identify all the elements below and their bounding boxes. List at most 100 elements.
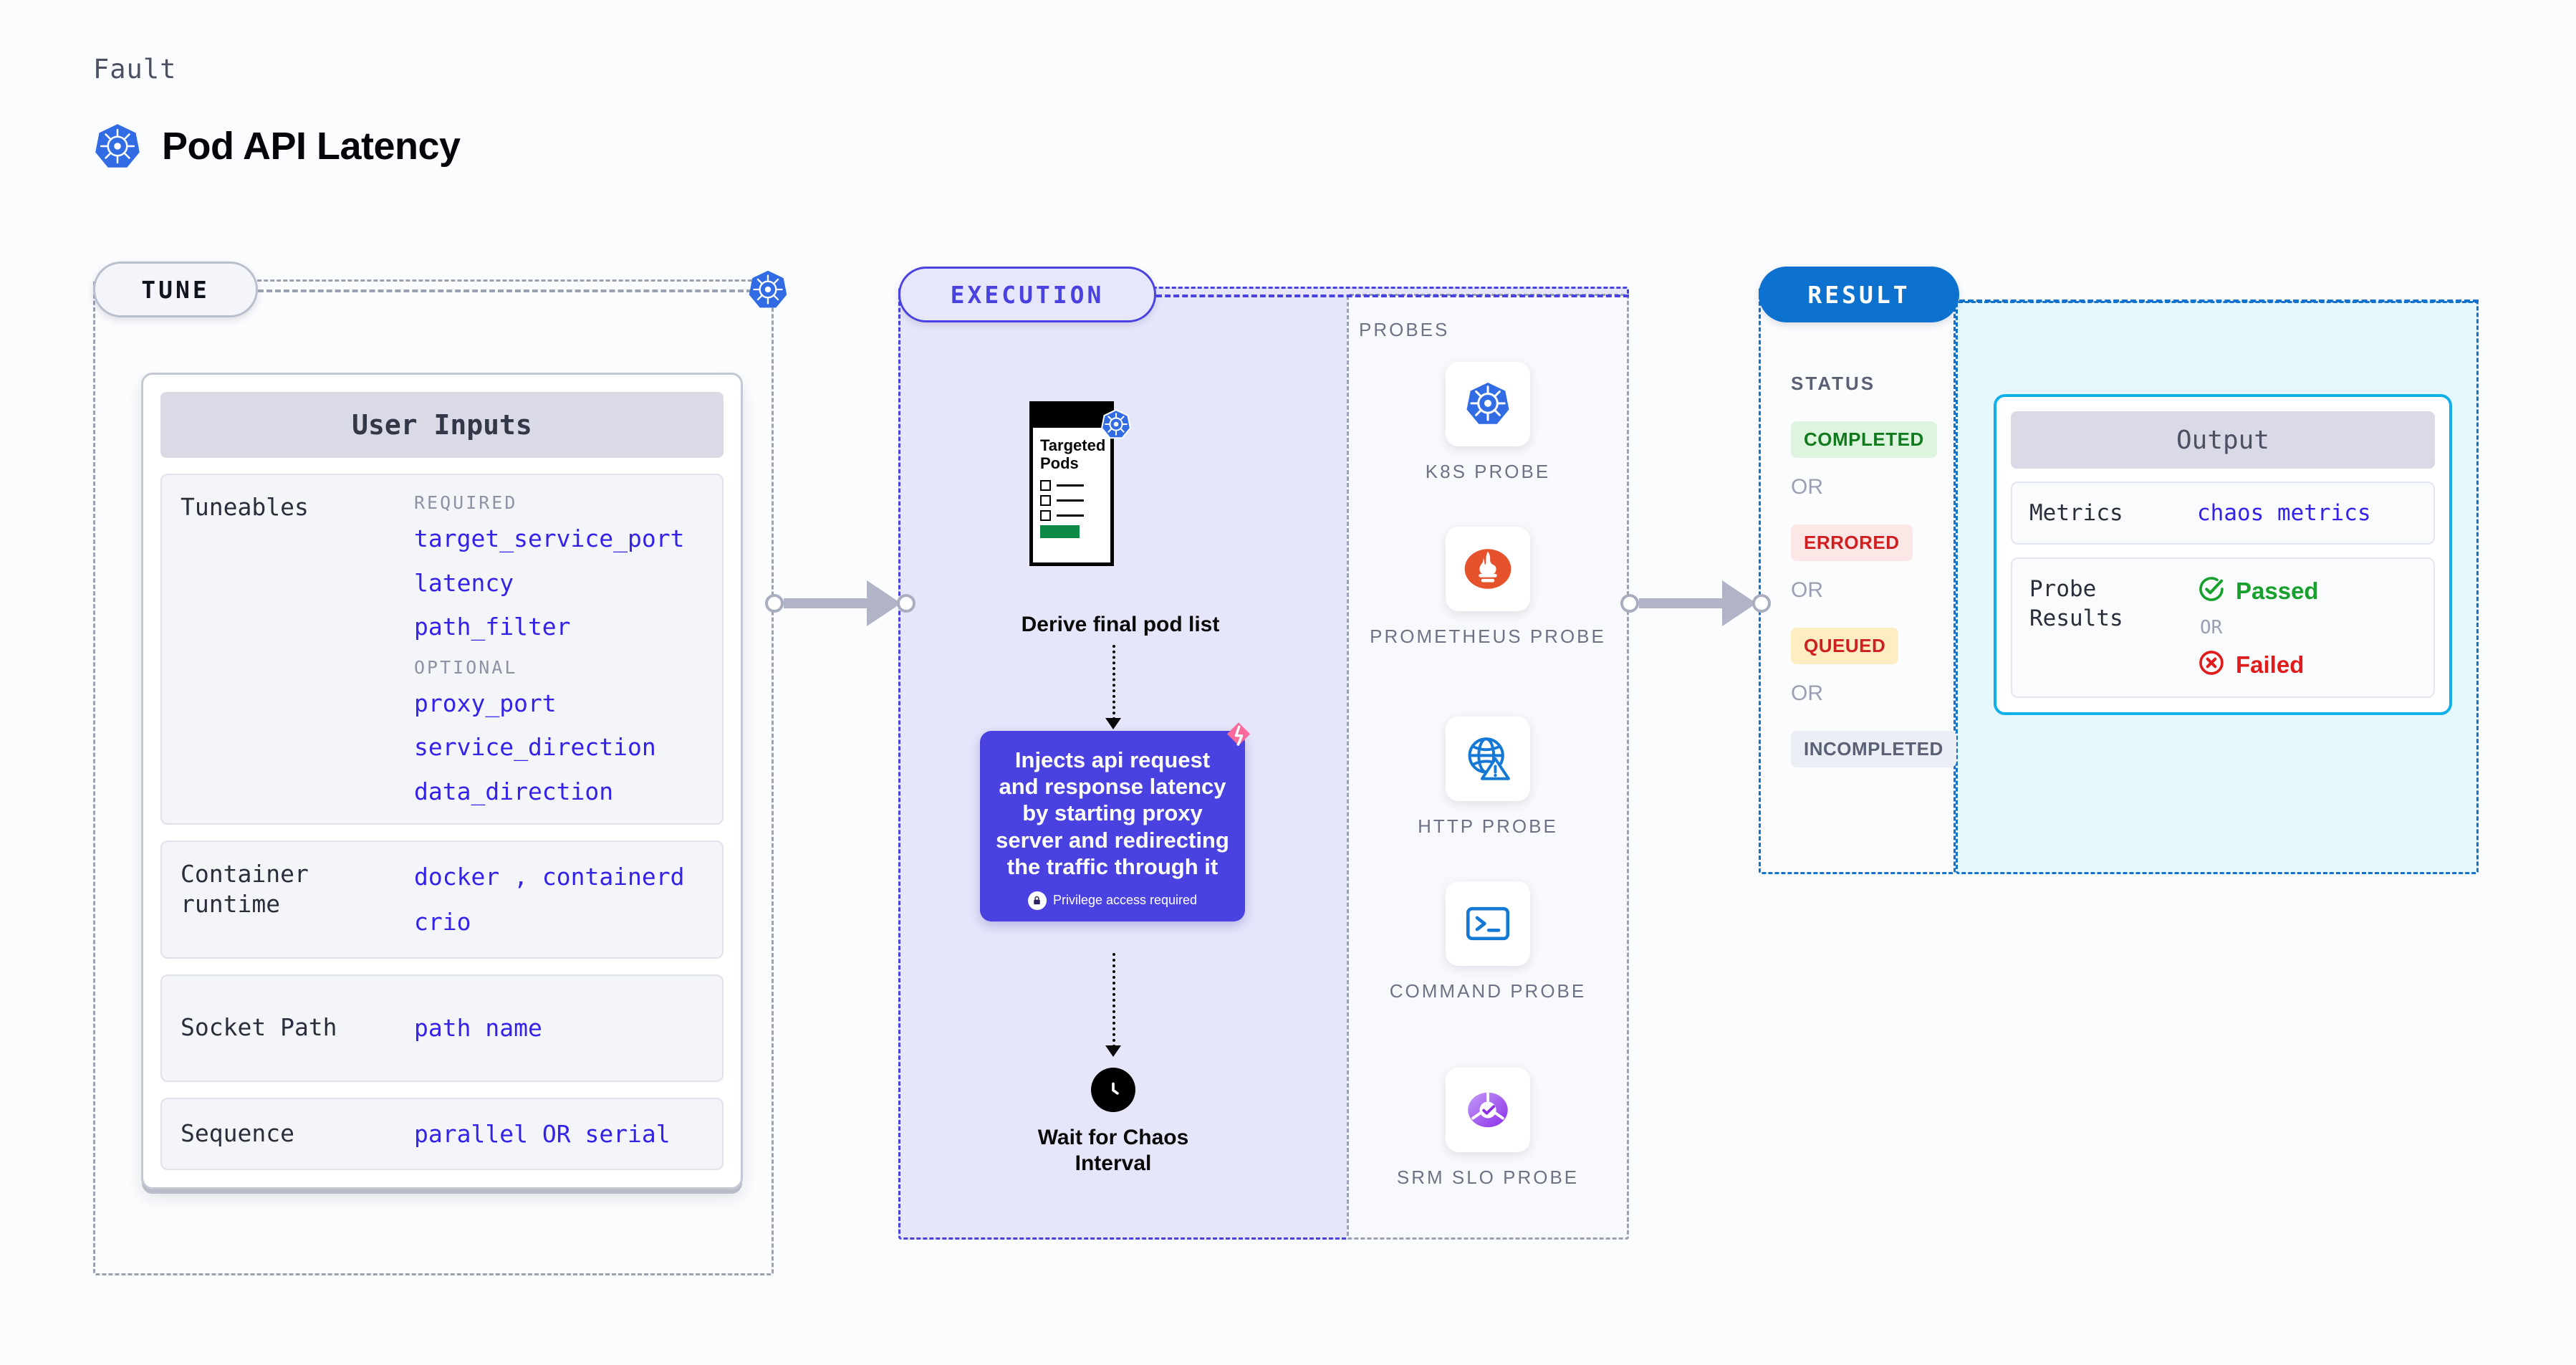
sequence-section: Sequence parallel OR serial [160, 1097, 724, 1171]
probe-result-or: OR [2200, 617, 2223, 639]
page-title-row: Pod API Latency [93, 122, 461, 171]
probe-command-label: COMMAND PROBE [1389, 980, 1587, 1002]
probe-command[interactable]: COMMAND PROBE [1347, 881, 1629, 1004]
check-circle-icon [2197, 575, 2226, 607]
execution-pill-connector [1156, 294, 1629, 297]
user-inputs-title: User Inputs [160, 392, 724, 458]
status-badge-incompleted: INCOMPLETED [1791, 731, 1956, 767]
kubernetes-icon [747, 269, 789, 314]
execution-pill-label: EXECUTION [950, 280, 1105, 309]
page-eyebrow: Fault [93, 54, 177, 85]
container-runtime-values-line1[interactable]: docker , containerd [414, 859, 703, 895]
status-title: STATUS [1791, 373, 1876, 394]
tuneable-data-direction[interactable]: data_direction [414, 777, 614, 805]
tune-pill-connector [258, 289, 752, 292]
probe-http-label: HTTP PROBE [1418, 815, 1558, 837]
socket-path-value[interactable]: path name [414, 1013, 542, 1042]
probe-result-passed: Passed [2197, 575, 2319, 607]
container-runtime-section: Container runtime docker , containerd cr… [160, 840, 724, 959]
connector-tune-to-execution [765, 580, 915, 626]
probe-result-failed-label: Failed [2236, 651, 2305, 678]
document-green-bar [1040, 525, 1080, 538]
required-group-label: REQUIRED [414, 492, 518, 513]
checklist-item [1040, 509, 1103, 521]
sequence-parallel[interactable]: parallel [414, 1119, 528, 1148]
page-title: Pod API Latency [162, 125, 461, 168]
targeted-pods-document-icon: Targeted Pods [1029, 401, 1114, 566]
inject-step-text: Injects api request and response latency… [996, 747, 1229, 879]
socket-path-section: Socket Path path name [160, 974, 724, 1082]
connector-end-dot [897, 594, 915, 613]
flow-dashed-line [1112, 953, 1115, 1048]
output-title: Output [2011, 411, 2435, 469]
user-inputs-card: User Inputs Tuneables REQUIRED target_se… [141, 373, 743, 1190]
socket-path-label: Socket Path [181, 1013, 337, 1042]
execution-stage-pill[interactable]: EXECUTION [898, 267, 1156, 322]
probe-k8s[interactable]: K8S PROBE [1347, 362, 1629, 484]
probe-results-label: Probe Results [2029, 576, 2123, 631]
tuneables-section: Tuneables REQUIRED target_service_port l… [160, 474, 724, 825]
tuneables-label: Tuneables [181, 493, 309, 521]
connector-end-dot [1752, 594, 1771, 613]
connector-arrowhead [1722, 580, 1756, 626]
kubernetes-icon [1100, 408, 1132, 444]
runtime-docker[interactable]: docker [414, 862, 500, 891]
sequence-serial[interactable]: serial [585, 1119, 671, 1148]
runtime-crio[interactable]: crio [414, 908, 471, 937]
flow-arrowhead [1105, 1045, 1121, 1057]
kubernetes-icon [93, 122, 142, 171]
connector-start-dot [765, 594, 784, 613]
srm-slo-donut-check-icon [1446, 1068, 1530, 1152]
tuneable-target-service-port[interactable]: target_service_port [414, 525, 685, 552]
probe-prometheus[interactable]: PROMETHEUS PROBE [1347, 527, 1629, 649]
probe-result-failed: Failed [2197, 648, 2319, 681]
globe-warning-icon [1446, 717, 1530, 801]
result-pill-label: RESULT [1807, 280, 1911, 309]
connector-execution-to-result [1620, 580, 1771, 626]
chaos-ribbon-icon [1222, 721, 1255, 757]
probe-prometheus-label: PROMETHEUS PROBE [1370, 626, 1606, 647]
container-runtime-label: Container runtime [181, 859, 309, 918]
runtime-separator: , [514, 862, 528, 891]
status-or-3: OR [1791, 681, 1823, 705]
checklist-item [1040, 479, 1103, 491]
clock-icon [1091, 1068, 1135, 1112]
probes-panel-title: PROBES [1359, 319, 1450, 340]
connector-bar [1639, 598, 1725, 608]
status-badge-errored: ERRORED [1791, 525, 1913, 561]
prometheus-icon [1446, 527, 1530, 611]
probe-http[interactable]: HTTP PROBE [1347, 717, 1629, 839]
runtime-containerd[interactable]: containerd [542, 862, 685, 891]
probe-k8s-label: K8S PROBE [1425, 461, 1551, 482]
status-or-2: OR [1791, 578, 1823, 602]
result-stage-pill[interactable]: RESULT [1759, 267, 1959, 322]
tuneable-proxy-port[interactable]: proxy_port [414, 689, 557, 717]
status-badge-completed: COMPLETED [1791, 421, 1937, 458]
metrics-section: Metrics chaos metrics [2011, 482, 2435, 545]
metrics-label: Metrics [2029, 500, 2123, 526]
tune-stage-pill[interactable]: TUNE [93, 262, 258, 317]
connector-start-dot [1620, 594, 1639, 613]
tuneable-path-filter[interactable]: path_filter [414, 613, 571, 641]
tune-pill-label: TUNE [141, 275, 210, 304]
sequence-values[interactable]: parallel OR serial [414, 1116, 703, 1152]
inject-latency-step-card: Injects api request and response latency… [980, 722, 1251, 921]
kubernetes-icon [1446, 362, 1530, 446]
metrics-value[interactable]: chaos metrics [2197, 500, 2371, 527]
connector-bar [784, 598, 870, 608]
connector-arrowhead [867, 580, 901, 626]
flow-arrowhead [1105, 718, 1121, 729]
privilege-note-text: Privilege access required [1052, 893, 1198, 908]
tuneable-latency[interactable]: latency [414, 568, 514, 597]
privilege-note: Privilege access required [993, 891, 1232, 910]
lock-icon [1027, 891, 1047, 910]
checklist-item [1040, 494, 1103, 506]
output-card: Output Metrics chaos metrics Probe Resul… [1994, 394, 2452, 716]
x-circle-icon [2197, 648, 2226, 681]
document-checklist [1040, 479, 1103, 521]
targeted-pods-doc-title: Targeted Pods [1040, 436, 1106, 473]
probe-srm-slo[interactable]: SRM SLO PROBE [1347, 1068, 1629, 1190]
tuneable-service-direction[interactable]: service_direction [414, 733, 656, 762]
sequence-or: OR [542, 1119, 571, 1148]
